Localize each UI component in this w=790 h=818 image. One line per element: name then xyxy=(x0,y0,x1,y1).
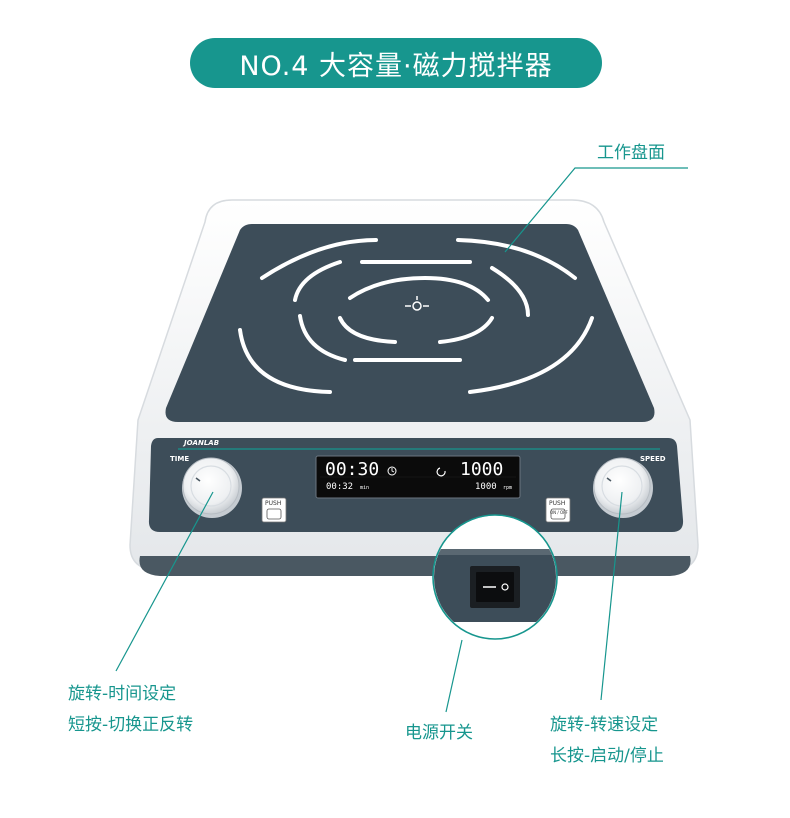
callout-work-surface: 工作盘面 xyxy=(597,143,665,163)
time-label: TIME xyxy=(170,455,190,463)
lcd-speed-actual: 1000 xyxy=(475,482,497,492)
lcd-speed-set: 1000 xyxy=(460,459,504,480)
brand-logo: JOANLAB xyxy=(184,439,220,447)
lcd-time-elapsed: 00:32 xyxy=(326,482,354,492)
center-crosshair-icon xyxy=(405,296,429,311)
time-push-badge xyxy=(261,497,287,523)
callout-speed-knob-press: 长按-启动/停止 xyxy=(550,746,664,766)
rotate-icon xyxy=(436,467,446,477)
lcd-speed-unit: rpm xyxy=(503,485,513,491)
speed-push-label: PUSH xyxy=(549,500,566,507)
callout-speed-knob-rotate: 旋转-转速设定 xyxy=(550,715,659,735)
speed-push-onoff: ON / OFF xyxy=(550,510,568,515)
device-base xyxy=(139,556,691,576)
plate-ring-marks xyxy=(238,238,594,394)
clock-icon xyxy=(387,466,397,476)
callout-power-switch: 电源开关 xyxy=(405,723,473,743)
callout-time-knob-press: 短按-切换正反转 xyxy=(68,715,194,735)
lcd-time-unit: min xyxy=(360,485,370,491)
callout-time-knob-rotate: 旋转-时间设定 xyxy=(68,684,177,704)
work-plate xyxy=(165,224,655,422)
speed-label: SPEED xyxy=(640,455,666,463)
time-push-label: PUSH xyxy=(265,500,282,507)
lcd-time-set: 00:30 xyxy=(325,459,380,480)
speed-push-badge xyxy=(545,497,571,523)
callout-lines xyxy=(115,167,688,713)
page-title: NO.4 大容量·磁力搅拌器 xyxy=(190,38,602,88)
